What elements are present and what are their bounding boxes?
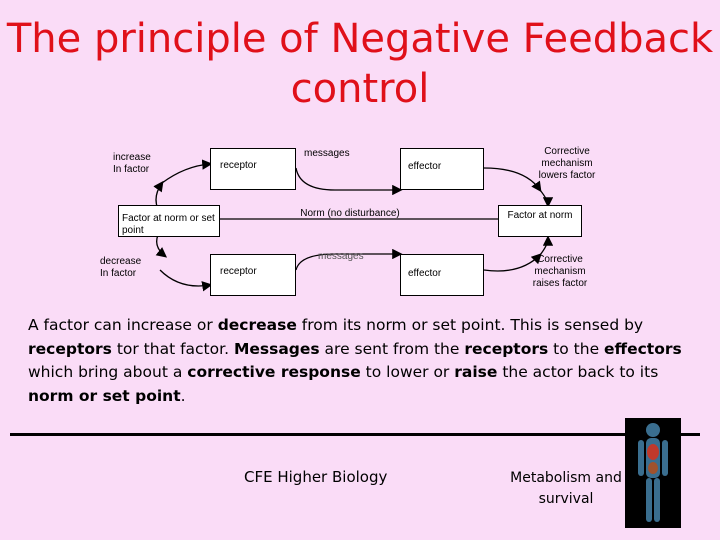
norm-center-label: Norm (no disturbance)	[300, 208, 400, 219]
corrective-label-bottom: Corrective mechanism raises factor	[532, 254, 588, 289]
norm-left-label: Factor at norm or set point	[122, 213, 215, 236]
effector-box-top	[400, 148, 484, 190]
messages-label-top: messages	[304, 148, 350, 159]
human-body-image	[625, 418, 681, 528]
paragraph-keyword: receptors	[464, 339, 549, 358]
arrow-corrective-to-norm-bottom	[539, 235, 554, 256]
decrease-label: decrease In factor	[100, 256, 142, 279]
arrow-receptor-to-effector-bottom	[295, 248, 403, 271]
paragraph-keyword: raise	[454, 363, 498, 381]
paragraph-text: to the	[548, 339, 605, 358]
paragraph-text: from its norm or set point. This is sens…	[296, 316, 644, 334]
paragraph-text: .	[180, 386, 186, 405]
norm-box-right	[498, 205, 582, 237]
corrective-label-top: Corrective mechanism lowers factor	[538, 146, 596, 181]
receptor-label-top: receptor	[220, 160, 257, 171]
course-title: CFE Higher Biology	[244, 468, 388, 486]
paragraph-keyword: corrective response	[187, 363, 361, 381]
effector-label-bottom: effector	[408, 268, 442, 279]
receptor-label-bottom: receptor	[220, 266, 257, 277]
receptor-box-top	[210, 148, 296, 190]
paragraph-keyword: Messages	[233, 339, 320, 358]
arrow-effector-to-corrective-bottom	[483, 253, 542, 272]
receptor-box-bottom	[210, 254, 296, 296]
divider-line	[10, 433, 700, 436]
norm-box-left	[118, 205, 220, 237]
increase-label: increase In factor	[113, 152, 151, 175]
arrow-effector-to-corrective	[483, 167, 542, 193]
page-title: The principle of Negative Feedback contr…	[6, 16, 714, 112]
norm-right-label: Factor at norm	[507, 210, 573, 221]
topic-title: Metabolism and survival	[510, 470, 622, 507]
explanation-paragraph: A factor can increase or decrease from i…	[28, 314, 700, 408]
paragraph-text: tor that factor.	[111, 339, 234, 358]
effector-box-bottom	[400, 254, 484, 296]
effector-label-top: effector	[408, 161, 442, 172]
paragraph-text: which bring about a	[28, 363, 188, 381]
arrow-decrease-to-receptor	[159, 269, 213, 292]
messages-label-bottom: messages	[318, 251, 364, 262]
arrow-increase-to-receptor	[161, 159, 213, 184]
paragraph-text: the actor back to its	[497, 363, 659, 381]
paragraph-keyword: decrease	[217, 316, 297, 334]
paragraph-keyword: effectors	[604, 339, 682, 358]
paragraph-text: to lower or	[360, 363, 455, 381]
paragraph-keyword: receptors	[28, 339, 112, 358]
arrow-corrective-to-norm	[539, 189, 554, 208]
paragraph-text: are sent from the	[319, 339, 465, 358]
arrow-receptor-to-effector	[295, 167, 403, 196]
paragraph-keyword: norm or set point	[28, 386, 181, 405]
paragraph-text: A factor can increase or	[28, 316, 218, 334]
